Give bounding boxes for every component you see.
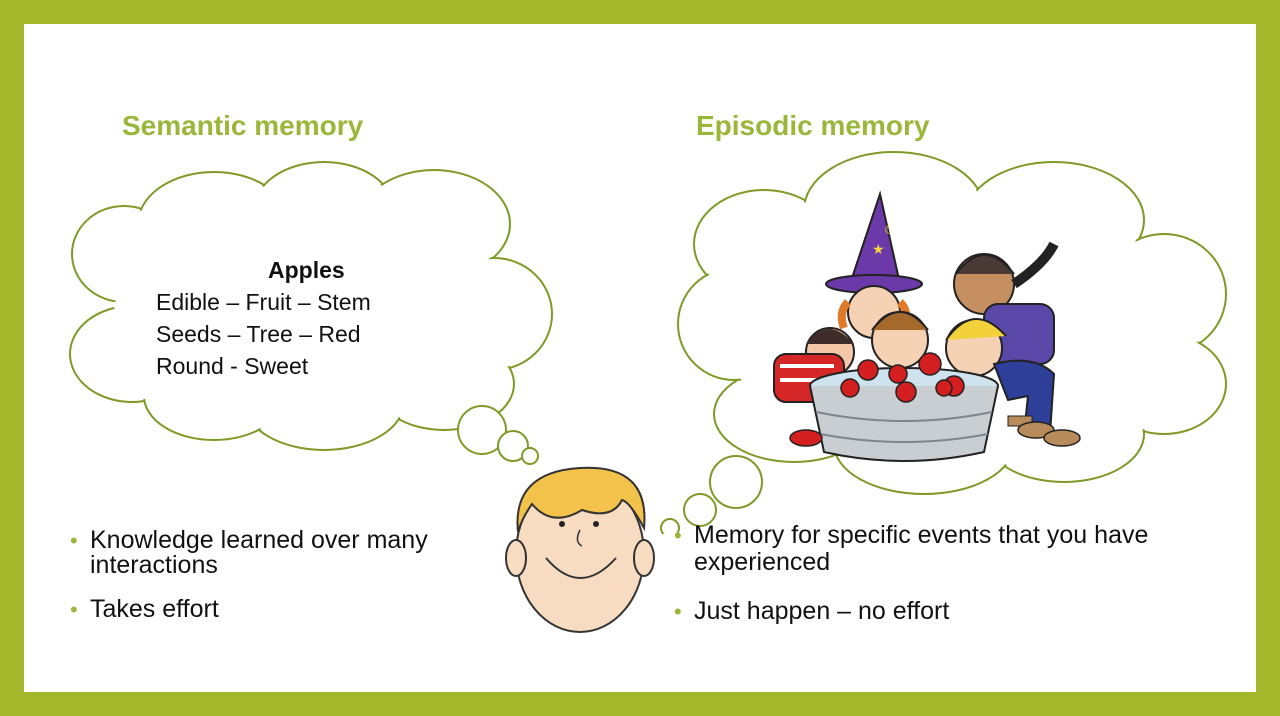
- episodic-bullet-1: Memory for specific events that you have…: [674, 522, 1154, 576]
- svg-text:☾: ☾: [884, 223, 895, 237]
- episodic-bullet-2: Just happen – no effort: [674, 598, 1154, 626]
- apple-bobbing-illustration: ★ ☾: [773, 190, 1081, 462]
- episodic-thought-cloud: ★ ☾: [660, 151, 1227, 534]
- cloud-line-3: Round - Sweet: [156, 353, 309, 379]
- semantic-cloud-text: Apples Edible – Fruit – Stem Seeds – Tre…: [156, 254, 371, 382]
- cloud-title: Apples: [268, 257, 345, 283]
- cloud-line-2: Seeds – Tree – Red: [156, 321, 361, 347]
- cloud-line-1: Edible – Fruit – Stem: [156, 289, 371, 315]
- semantic-thought-cloud: [69, 161, 553, 465]
- semantic-bullet-1: Knowledge learned over many interactions: [70, 528, 490, 578]
- episodic-heading: Episodic memory: [696, 110, 930, 141]
- smiling-boy-face-icon: [505, 466, 655, 633]
- episodic-bullets: Memory for specific events that you have…: [674, 522, 1154, 647]
- semantic-heading: Semantic memory: [122, 110, 364, 141]
- semantic-bullet-2: Takes effort: [70, 597, 490, 623]
- semantic-bullets: Knowledge learned over many interactions…: [70, 528, 490, 641]
- svg-text:★: ★: [872, 242, 885, 258]
- slide: Semantic memory Episodic memory: [24, 24, 1256, 692]
